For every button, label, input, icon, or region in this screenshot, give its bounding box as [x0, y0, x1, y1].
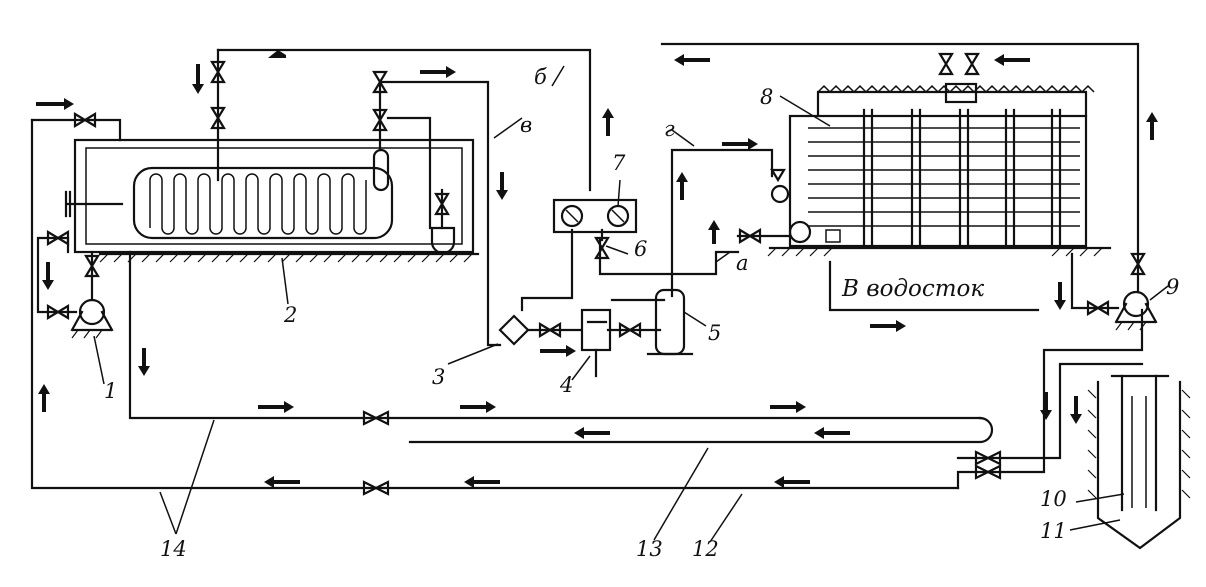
label-7: 7	[612, 151, 626, 175]
label-11: 11	[1040, 519, 1067, 543]
label-8: 8	[760, 85, 773, 109]
label-2: 2	[283, 303, 297, 327]
drain-caption: В водосток	[841, 276, 984, 302]
label-9: 9	[1166, 275, 1179, 299]
label-b: б	[534, 65, 547, 89]
condenser	[767, 82, 1112, 257]
label-10: 10	[1040, 487, 1067, 511]
pump-9	[1114, 290, 1158, 331]
label-5: 5	[708, 321, 721, 345]
valves	[46, 52, 1146, 496]
pipelines	[30, 42, 1144, 490]
label-6: 6	[634, 237, 647, 261]
flow-arrows	[36, 50, 1158, 488]
leader-lines	[93, 65, 1169, 543]
brine-tank	[64, 138, 480, 263]
label-13: 13	[636, 537, 663, 561]
label-a: а	[736, 251, 749, 275]
well	[1087, 374, 1191, 550]
label-4: 4	[559, 373, 573, 397]
label-1: 1	[104, 379, 117, 403]
label-g: г	[664, 117, 675, 141]
compressor-unit	[498, 198, 694, 378]
label-14: 14	[160, 537, 187, 561]
label-v: в	[520, 113, 532, 137]
label-3: 3	[432, 365, 445, 389]
evaporator-coil	[149, 173, 367, 235]
label-12: 12	[692, 537, 719, 561]
pump-1	[70, 298, 114, 339]
